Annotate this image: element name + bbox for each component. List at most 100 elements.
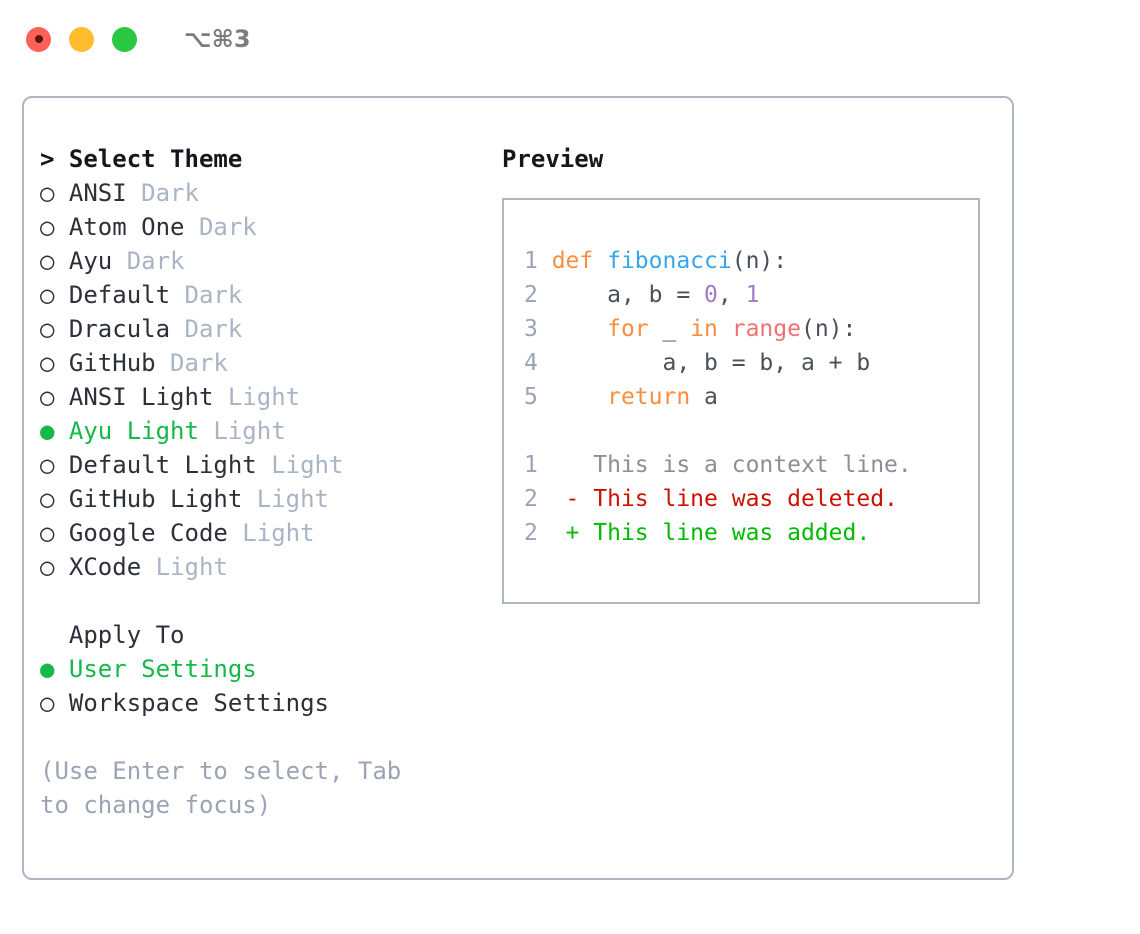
- title-bar: ⌥⌘3: [0, 0, 1140, 78]
- theme-option-default[interactable]: ○ Default Dark: [40, 278, 494, 312]
- theme-variant-tag: Dark: [170, 315, 243, 343]
- theme-option-label: Dracula: [54, 315, 171, 343]
- code-token-num: 0: [704, 282, 718, 308]
- code-token-punc: _: [662, 316, 691, 342]
- minimize-button-icon[interactable]: [69, 26, 94, 52]
- theme-variant-tag: Dark: [155, 349, 228, 377]
- keyboard-shortcut-label: ⌥⌘3: [184, 25, 251, 53]
- code-token-num: 1: [745, 282, 760, 308]
- theme-option-atom-one[interactable]: ○ Atom One Dark: [40, 210, 494, 244]
- preview-column: Preview 1 def fibonacci(n):2 a, b = 0, 1…: [494, 142, 1012, 822]
- apply-to-option-label: User Settings: [54, 655, 257, 683]
- theme-variant-tag: Dark: [112, 247, 185, 275]
- diff-text: This is a context line.: [593, 452, 912, 478]
- theme-option-ansi-light[interactable]: ○ ANSI Light Light: [40, 380, 494, 414]
- theme-variant-tag: Light: [256, 451, 344, 479]
- code-token-kw: return: [551, 384, 705, 410]
- theme-variant-tag: Light: [227, 519, 315, 547]
- apply-to-header: Apply To: [40, 621, 185, 649]
- theme-option-label: Google Code: [54, 519, 228, 547]
- radio-unselected-icon: ○: [40, 315, 55, 343]
- code-line: 4 a, b = b, a + b: [524, 346, 978, 380]
- theme-variant-tag: Dark: [184, 213, 257, 241]
- diff-sign: +: [565, 520, 594, 546]
- theme-option-ansi[interactable]: ○ ANSI Dark: [40, 176, 494, 210]
- theme-variant-tag: Light: [242, 485, 329, 513]
- theme-option-dracula[interactable]: ○ Dracula Dark: [40, 312, 494, 346]
- code-token-call: range: [731, 316, 801, 342]
- theme-option-google-code[interactable]: ○ Google Code Light: [40, 516, 494, 550]
- radio-unselected-icon: ○: [40, 689, 55, 717]
- main-panel: > Select Theme ○ ANSI Dark○ Atom One Dar…: [22, 96, 1014, 880]
- keyboard-hint: (Use Enter to select, Tab to change focu…: [40, 757, 416, 819]
- theme-list: ○ ANSI Dark○ Atom One Dark○ Ayu Dark○ De…: [40, 176, 494, 584]
- radio-unselected-icon: ○: [40, 451, 55, 479]
- radio-unselected-icon: ○: [40, 179, 55, 207]
- theme-option-ayu[interactable]: ○ Ayu Dark: [40, 244, 494, 278]
- code-line: 2 a, b = 0, 1: [524, 278, 978, 312]
- radio-unselected-icon: ○: [40, 383, 55, 411]
- radio-unselected-icon: ○: [40, 519, 55, 547]
- radio-unselected-icon: ○: [40, 247, 55, 275]
- apply-to-option-workspace-settings[interactable]: ○ Workspace Settings: [40, 686, 494, 720]
- line-number: 3: [524, 316, 538, 342]
- window-controls: [26, 26, 137, 52]
- theme-option-ayu-light[interactable]: ● Ayu Light Light: [40, 414, 494, 448]
- theme-option-default-light[interactable]: ○ Default Light Light: [40, 448, 494, 482]
- maximize-button-icon[interactable]: [112, 26, 137, 52]
- theme-option-label: Default Light: [54, 451, 257, 479]
- code-token-kw: in: [690, 316, 732, 342]
- line-number: 2: [524, 520, 538, 546]
- code-token-punc: (n):: [800, 316, 857, 342]
- theme-variant-tag: Dark: [170, 281, 243, 309]
- diff-text: This line was deleted.: [593, 486, 898, 512]
- theme-option-label: XCode: [54, 553, 142, 581]
- theme-option-github[interactable]: ○ GitHub Dark: [40, 346, 494, 380]
- radio-unselected-icon: ○: [40, 553, 55, 581]
- code-token-kw: def: [551, 248, 608, 274]
- code-token-punc: a, b =: [551, 282, 705, 308]
- radio-unselected-icon: ○: [40, 485, 55, 513]
- theme-variant-tag: Light: [141, 553, 228, 581]
- apply-to-option-label: Workspace Settings: [54, 689, 329, 717]
- diff-line-add: 2 + This line was added.: [524, 516, 978, 550]
- radio-unselected-icon: ○: [40, 213, 55, 241]
- diff-sample: 1 This is a context line.2 - This line w…: [524, 448, 978, 550]
- code-token-punc: ,: [717, 282, 746, 308]
- radio-unselected-icon: ○: [40, 349, 55, 377]
- apply-to-option-user-settings[interactable]: ● User Settings: [40, 652, 494, 686]
- theme-option-label: GitHub Light: [54, 485, 243, 513]
- panel-columns: > Select Theme ○ ANSI Dark○ Atom One Dar…: [24, 98, 1012, 822]
- radio-unselected-icon: ○: [40, 281, 55, 309]
- theme-option-label: Atom One: [54, 213, 185, 241]
- line-number: 1: [524, 248, 538, 274]
- list-spacer: [40, 584, 494, 618]
- line-number: 5: [524, 384, 538, 410]
- theme-option-github-light[interactable]: ○ GitHub Light Light: [40, 482, 494, 516]
- theme-option-label: Ayu Light: [54, 417, 199, 445]
- code-token-fn: fibonacci: [607, 248, 732, 274]
- diff-sign: [566, 452, 594, 478]
- theme-option-label: ANSI Light: [54, 383, 214, 411]
- apply-to-list: ● User Settings○ Workspace Settings: [40, 652, 494, 720]
- code-line: 1 def fibonacci(n):: [524, 244, 978, 278]
- line-number: 2: [524, 486, 538, 512]
- close-button-icon[interactable]: [26, 26, 51, 52]
- select-theme-header: > Select Theme: [40, 145, 243, 173]
- code-token-punc: (n):: [731, 248, 788, 274]
- theme-variant-tag: Light: [198, 417, 286, 445]
- radio-selected-icon: ●: [40, 417, 55, 445]
- diff-line-ctx: 1 This is a context line.: [524, 448, 978, 482]
- theme-option-label: ANSI: [54, 179, 127, 207]
- code-line: 3 for _ in range(n):: [524, 312, 978, 346]
- theme-option-xcode[interactable]: ○ XCode Light: [40, 550, 494, 584]
- hint-spacer: [40, 720, 494, 754]
- theme-option-label: GitHub: [54, 349, 156, 377]
- theme-variant-tag: Dark: [126, 179, 199, 207]
- theme-picker-column: > Select Theme ○ ANSI Dark○ Atom One Dar…: [24, 142, 494, 822]
- code-token-punc: a, b = b, a + b: [551, 350, 871, 376]
- line-number: 4: [524, 350, 538, 376]
- theme-variant-tag: Light: [213, 383, 301, 411]
